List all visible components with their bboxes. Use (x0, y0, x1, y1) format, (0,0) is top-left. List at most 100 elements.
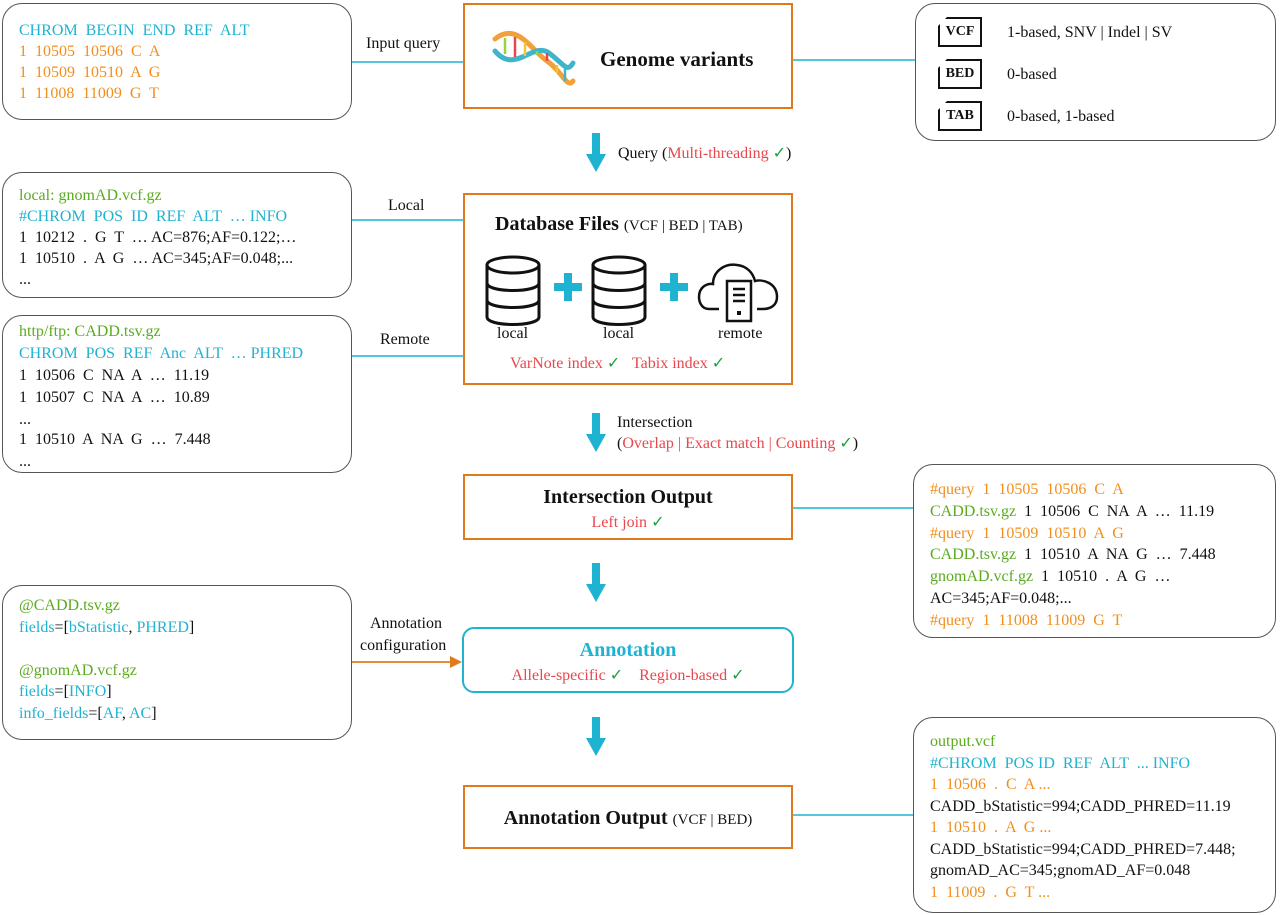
input-query-row: 1 11008 11009 G T (19, 85, 159, 102)
formats-box: VCF 1-based, SNV | Indel | SV BED 0-base… (915, 3, 1276, 141)
remote-db-header: CHROM POS REF Anc ALT … PHRED (19, 345, 304, 362)
vcf-format-desc: 1-based, SNV | Indel | SV (1007, 24, 1173, 41)
plus-icon (660, 273, 688, 301)
text-segment: #query 1 11008 11009 G T (930, 611, 1123, 629)
intersection-modes-text: Overlap | Exact match | Counting (622, 435, 836, 452)
annotation-output-subtitle: (VCF | BED) (672, 812, 753, 828)
text-segment: =[ (88, 705, 103, 722)
text-segment: #query 1 10505 10506 C A (930, 481, 1124, 498)
annotation-modes: Allele-specific ✓ Region-based ✓ (464, 666, 792, 686)
tabix-index-label: Tabix index (631, 355, 708, 372)
text-segment: 1 10510 . A G ... (930, 819, 1052, 836)
database-files-subtitle: (VCF | BED | TAB) (623, 218, 743, 234)
database-files-title: Database Files (VCF | BED | TAB) (495, 213, 743, 236)
text-segment: 1 10510 A NA G … 7.448 (1016, 546, 1216, 564)
text-segment: CADD.tsv.gz (930, 546, 1017, 564)
text-segment: CADD_bStatistic=994;CADD_PHRED=7.448; (930, 840, 1236, 858)
intersection-output-title: Intersection Output (543, 486, 713, 508)
bed-format-desc: 0-based (1007, 66, 1057, 83)
down-arrow-annotation (586, 563, 606, 602)
text-segment: 1 10506 C NA A … 11.19 (1016, 502, 1215, 520)
annotation-title: Annotation (579, 639, 677, 661)
close-paren: ) (786, 145, 792, 162)
remote-db-box: http/ftp: CADD.tsv.gz CHROM POS REF Anc … (2, 315, 352, 473)
text-segment: PHRED (136, 618, 189, 636)
local-db-row: 1 10510 . A G … AC=345;AF=0.048;... (19, 250, 294, 267)
bed-file-icon: BED (938, 59, 982, 89)
text-line (19, 639, 23, 659)
remote-db-row: 1 10510 A NA G … 7.448 (19, 431, 211, 448)
text-segment: fields (19, 683, 55, 701)
check-icon: ✓ (839, 435, 853, 452)
local-db-row: ... (19, 271, 31, 288)
arrowhead-annotation-config (450, 656, 462, 668)
text-line: @CADD.tsv.gz (19, 596, 120, 616)
left-join-text: Left join (591, 514, 648, 531)
input-query-row: 1 10509 10510 A G (19, 64, 161, 81)
vcf-file-icon: VCF (938, 17, 982, 47)
text-segment: 1 10510 . A G … (1033, 568, 1171, 586)
annotation-output-title-text: Annotation Output (503, 807, 668, 829)
query-arrow-label: Query (Multi-threading ✓) (618, 144, 791, 164)
text-segment: gnomAD_AC=345;gnomAD_AF=0.048 (930, 862, 1191, 879)
dna-icon (492, 30, 576, 86)
remote-label: Remote (380, 331, 430, 348)
text-line: CADD_bStatistic=994;CADD_PHRED=11.19 (930, 797, 1231, 817)
text-segment: ] (106, 683, 112, 701)
text-line: output.vcf (930, 732, 995, 752)
text-segment: ] (151, 705, 157, 722)
annotation-config-label-2: configuration (360, 637, 447, 654)
close-paren: ) (852, 435, 859, 452)
database-icon (591, 255, 647, 326)
plus-icon (554, 273, 582, 301)
text-segment: fields (19, 618, 55, 636)
text-segment: INFO (68, 683, 107, 701)
intersection-example-box: #query 1 10505 10506 C A CADD.tsv.gz 1 10… (913, 464, 1276, 638)
text-line: info_fields=[AF, AC] (19, 704, 157, 724)
remote-db-row: ... (19, 411, 31, 428)
allele-specific-label: Allele-specific (511, 667, 606, 684)
text-line: #query 1 10505 10506 C A (930, 480, 1124, 500)
text-line: gnomAD_AC=345;gnomAD_AF=0.048 (930, 861, 1190, 881)
varnote-index-label: VarNote index (510, 355, 603, 372)
tab-file-icon: TAB (938, 101, 982, 131)
text-segment: @CADD.tsv.gz (19, 597, 120, 614)
check-icon: ✓ (731, 667, 745, 684)
check-icon: ✓ (606, 355, 621, 372)
text-line: CADD_bStatistic=994;CADD_PHRED=7.448; (930, 840, 1236, 860)
text-segment: CADD_bStatistic=994;CADD_PHRED=11.19 (930, 797, 1231, 815)
check-icon: ✓ (711, 355, 726, 372)
text-segment (19, 640, 23, 657)
text-segment: ] (188, 618, 195, 636)
region-based-label: Region-based (639, 667, 728, 684)
index-labels: VarNote index ✓ Tabix index ✓ (510, 354, 725, 374)
down-arrow-output (586, 717, 606, 756)
text-line: 1 10506 . C A ... (930, 775, 1050, 795)
intersection-output-box: Intersection Output Left join ✓ (463, 474, 793, 540)
text-line: 1 11009 . G T ... (930, 883, 1050, 903)
intersection-modes: (Overlap | Exact match | Counting ✓) (617, 434, 858, 454)
check-icon: ✓ (609, 667, 624, 684)
down-arrow-intersection (586, 413, 606, 452)
text-segment: =[ (54, 683, 69, 701)
db-icon-label: local (603, 325, 635, 342)
cloud-server-icon (697, 263, 779, 323)
text-segment: #CHROM POS ID REF ALT ... INFO (930, 754, 1191, 772)
text-line: fields=[INFO] (19, 682, 112, 702)
local-db-row: 1 10212 . G T … AC=876;AF=0.122;… (19, 229, 297, 246)
text-line: @gnomAD.vcf.gz (19, 661, 137, 681)
text-line: #CHROM POS ID REF ALT ... INFO (930, 754, 1190, 774)
text-line: CADD.tsv.gz 1 10506 C NA A … 11.19 (930, 502, 1214, 522)
tab-format-desc: 0-based, 1-based (1007, 108, 1115, 125)
annotation-box: Annotation Allele-specific ✓ Region-base… (462, 627, 794, 693)
text-line: gnomAD.vcf.gz 1 10510 . A G … (930, 567, 1170, 587)
intersection-label: Intersection (617, 414, 693, 431)
text-segment: 1 10506 . C A ... (930, 776, 1051, 793)
annotation-output-title: Annotation Output (VCF | BED) (465, 807, 791, 830)
remote-db-row: ... (19, 453, 31, 470)
text-segment: info_fields (19, 705, 89, 722)
output-example-box: output.vcf #CHROM POS ID REF ALT ... INFO… (913, 717, 1276, 913)
